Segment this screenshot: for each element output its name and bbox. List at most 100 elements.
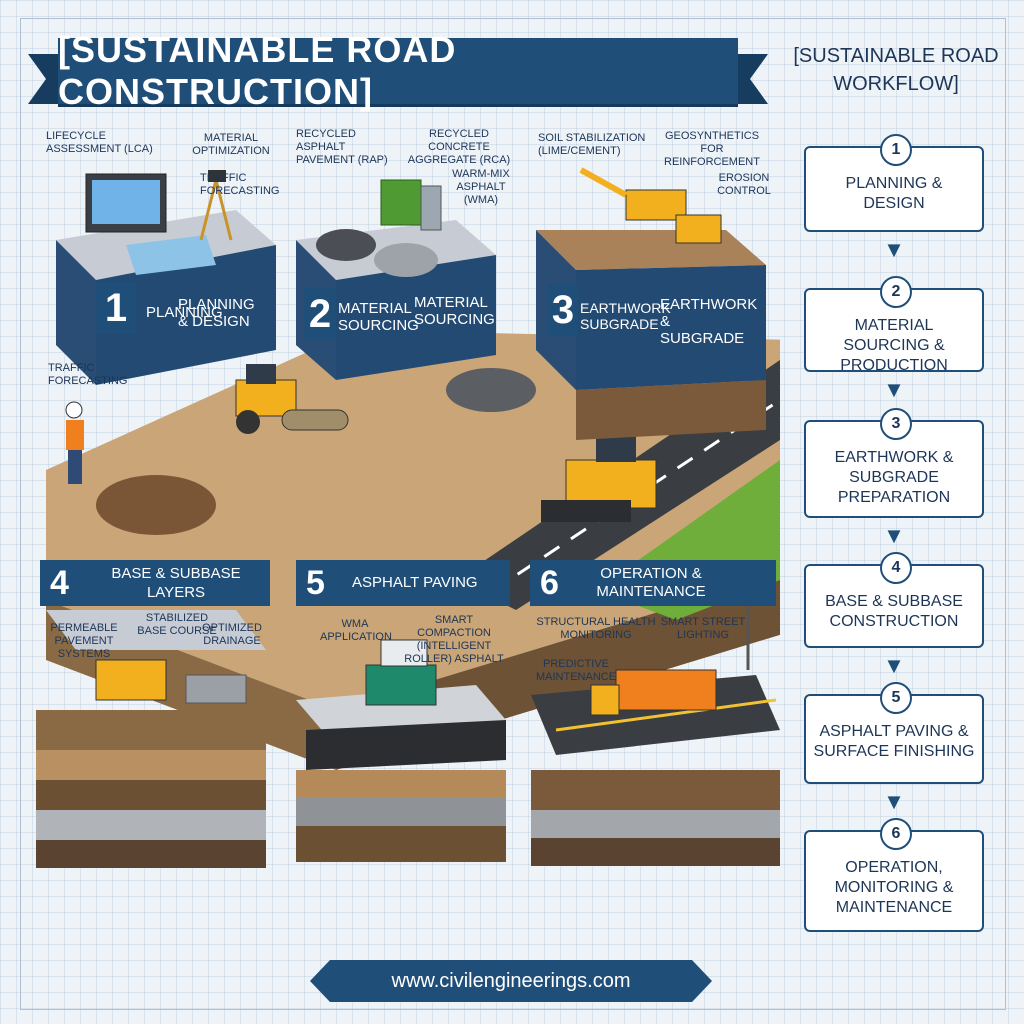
workflow-step-number: 6 bbox=[880, 818, 912, 850]
tile-2-front-label: MATERIAL SOURCING bbox=[414, 294, 495, 328]
tile-5 bbox=[296, 639, 506, 862]
tile-1-number: 1 bbox=[96, 282, 136, 334]
gravel-pile bbox=[446, 368, 536, 412]
tile-6-number: 6 bbox=[540, 564, 559, 602]
map-icon bbox=[126, 235, 216, 275]
tile-top bbox=[536, 230, 766, 270]
page-title: [SUSTAINABLE ROAD CONSTRUCTION] bbox=[58, 29, 457, 112]
workflow-step-label: ASPHALT PAVING & SURFACE FINISHING bbox=[813, 723, 975, 760]
tile-3-note-erosion: EROSION CONTROL bbox=[717, 172, 771, 197]
layer-gravel bbox=[531, 810, 780, 838]
workflow-step-label: MATERIAL SOURCING & PRODUCTION bbox=[840, 317, 948, 374]
workflow-step-2: 2 MATERIAL SOURCING & PRODUCTION bbox=[804, 276, 984, 374]
tile-2-note-rca: RECYCLED CONCRETE AGGREGATE (RCA) bbox=[407, 128, 511, 166]
footer-url[interactable]: www.civilengineerings.com bbox=[391, 970, 631, 992]
tile-4-number: 4 bbox=[50, 564, 69, 602]
tile-side bbox=[56, 240, 96, 385]
tile-1 bbox=[56, 170, 276, 385]
tile-6-note-health: STRUCTURAL HEALTH MONITORING bbox=[536, 616, 656, 641]
title-ribbon: [SUSTAINABLE ROAD CONSTRUCTION] bbox=[28, 29, 768, 112]
layer-base bbox=[296, 770, 506, 798]
roller-machine bbox=[235, 379, 297, 417]
rca-pile bbox=[374, 243, 438, 277]
page-frame bbox=[20, 18, 1006, 1010]
tile-front bbox=[336, 255, 496, 380]
excavator-arm bbox=[579, 167, 628, 198]
soil-layer bbox=[576, 380, 766, 440]
tile-5-title: ASPHALT PAVING bbox=[352, 574, 478, 591]
grader-icon bbox=[95, 659, 167, 701]
tile-3-note-geosynthetics: GEOSYNTHETICS FOR REINFORCEMENT bbox=[664, 130, 760, 168]
tile-2-note-wma: WARM-MIX ASPHALT (WMA) bbox=[452, 168, 510, 206]
layer-base bbox=[36, 780, 266, 810]
layer-soil bbox=[531, 770, 780, 810]
tile-6-title: OPERATION & MAINTENANCE bbox=[596, 565, 706, 600]
layer-subgrade bbox=[296, 826, 506, 862]
workflow-step-number: 1 bbox=[880, 134, 912, 166]
tile-1-note-traffic: TRAFFIC FORECASTING bbox=[200, 172, 280, 197]
paver-screed bbox=[541, 500, 631, 522]
workflow-step-label: PLANNING & DESIGN bbox=[845, 175, 943, 212]
tile-front bbox=[96, 245, 276, 385]
tile-3-front-label: EARTHWORK & SUBGRADE bbox=[660, 296, 758, 347]
tile-top bbox=[296, 685, 506, 735]
arrow-down-icon: ▼ bbox=[883, 377, 905, 402]
tile-4-title: BASE & SUBBASE LAYERS bbox=[111, 565, 241, 601]
tile-4-note-stabilized: STABILIZED BASE COURSE bbox=[137, 612, 217, 637]
tile-5-number: 5 bbox=[306, 564, 325, 602]
laptop-screen bbox=[92, 180, 160, 224]
arrow-down-icon: ▼ bbox=[883, 523, 905, 548]
arrow-down-icon: ▼ bbox=[883, 653, 905, 678]
layer-gravel bbox=[36, 810, 266, 840]
workflow-step-number: 4 bbox=[880, 552, 912, 584]
roller-drum bbox=[281, 409, 349, 431]
construction-scene bbox=[36, 167, 780, 868]
workflow-step-4: 4 BASE & SUBBASE CONSTRUCTION bbox=[804, 552, 984, 648]
tile-3-note-soil: SOIL STABILIZATION (LIME/CEMENT) bbox=[538, 132, 646, 157]
workflow-step-number: 2 bbox=[880, 276, 912, 308]
tile-1-note-material: MATERIAL OPTIMIZATION bbox=[192, 132, 270, 157]
tile-front bbox=[576, 265, 766, 390]
tile-3-number: 3 bbox=[548, 284, 578, 336]
tile-2-side-label: MATERIAL SOURCING bbox=[338, 300, 419, 334]
rap-pile bbox=[316, 229, 376, 261]
tile-2 bbox=[296, 179, 496, 380]
layer-soil bbox=[36, 710, 266, 750]
tripod-leg bbox=[214, 179, 233, 241]
worker-vest bbox=[66, 420, 84, 450]
tile-top bbox=[46, 610, 266, 650]
workflow-step-label: BASE & SUBBASE CONSTRUCTION bbox=[825, 593, 963, 630]
workflow-step-label: EARTHWORK & SUBGRADE PREPARATION bbox=[834, 449, 954, 506]
roller-cab bbox=[246, 364, 276, 384]
workflow-step-3: 3 EARTHWORK & SUBGRADE PREPARATION bbox=[804, 408, 984, 518]
layer-asphalt bbox=[306, 720, 506, 770]
footer-url-banner: www.civilengineerings.com bbox=[310, 960, 712, 1002]
workflow-step-6: 6 OPERATION, MONITORING & MAINTENANCE bbox=[804, 818, 984, 932]
workflow-step-number: 3 bbox=[880, 408, 912, 440]
paver-canopy bbox=[380, 639, 428, 667]
worker-helmet bbox=[65, 401, 83, 419]
tile-1-note-lca: LIFECYCLE ASSESSMENT (LCA) bbox=[46, 130, 153, 155]
tile-1-front-label: PLANNING & DESIGN bbox=[178, 296, 255, 330]
layer-subbase bbox=[36, 750, 266, 780]
tile-4-note-drainage: OPTIMIZED DRAINAGE bbox=[202, 622, 262, 647]
tile-4-note-permeable: PERMEABLE PAVEMENT SYSTEMS bbox=[50, 622, 118, 660]
tile-2-number: 2 bbox=[304, 288, 336, 340]
tile-4-header: 4 BASE & SUBBASE LAYERS bbox=[40, 560, 270, 606]
workflow-step-5: 5 ASPHALT PAVING & SURFACE FINISHING bbox=[804, 682, 984, 784]
tile-6-note-predictive: PREDICTIVE MAINTENANCE bbox=[536, 658, 617, 683]
tile-6-note-lighting: SMART STREET LIGHTING bbox=[660, 616, 746, 641]
tile-5-note-compaction: SMART COMPACTION (INTELLIGENT ROLLER) AS… bbox=[404, 614, 504, 665]
tile-4 bbox=[36, 610, 266, 868]
plant-building bbox=[380, 179, 422, 226]
compactor-icon bbox=[675, 214, 722, 244]
arrow-down-icon: ▼ bbox=[883, 789, 905, 814]
worker-pants bbox=[68, 450, 82, 484]
workflow-step-label: OPERATION, MONITORING & MAINTENANCE bbox=[834, 859, 954, 916]
layer-gravel bbox=[296, 798, 506, 826]
workflow-title: [SUSTAINABLE ROAD WORKFLOW] bbox=[793, 45, 999, 95]
silo-icon bbox=[420, 185, 442, 231]
truck-icon bbox=[615, 669, 717, 711]
roller-wheel bbox=[236, 410, 260, 434]
tile-1-side-label: PLANNING bbox=[146, 304, 223, 321]
